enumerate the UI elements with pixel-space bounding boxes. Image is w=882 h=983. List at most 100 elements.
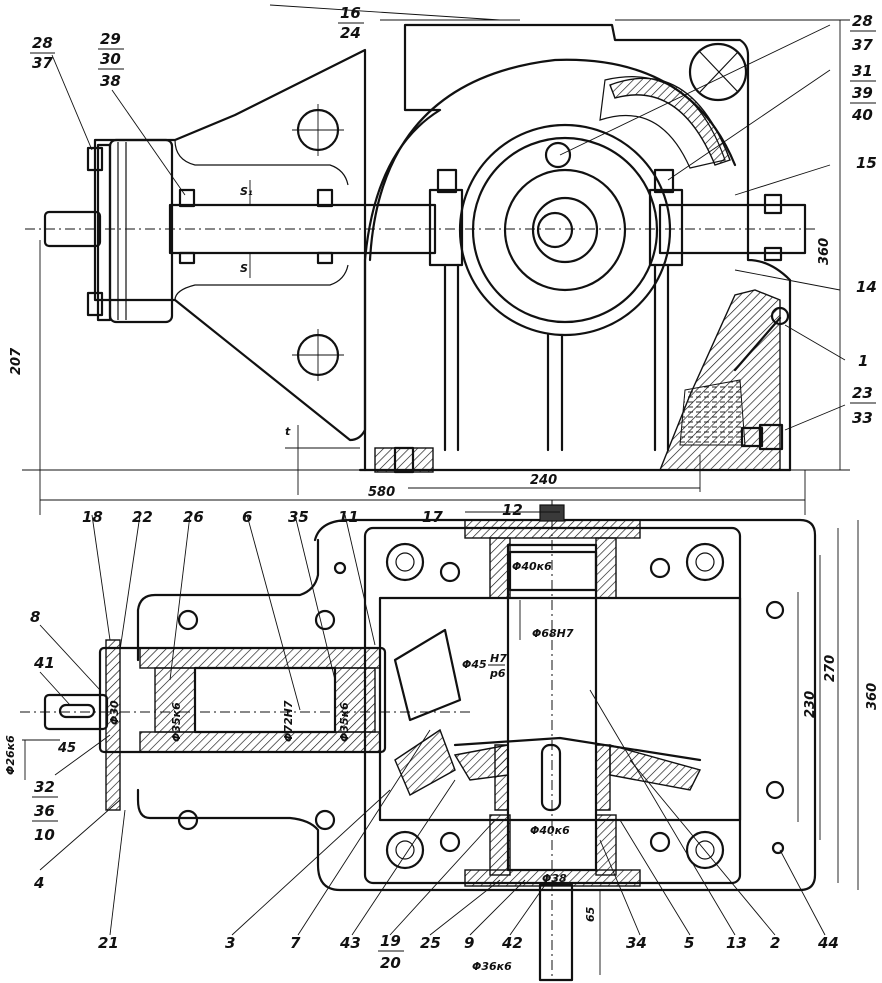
gear-hub — [503, 168, 627, 292]
callout-37b: 37 — [852, 36, 873, 54]
callout-13: 13 — [726, 934, 747, 952]
dim-45-den: р6 — [489, 667, 506, 680]
sleeve-top — [139, 647, 381, 669]
housing-plan-outline — [136, 518, 817, 892]
dim-240: 240 — [530, 473, 557, 488]
dim-230: 230 — [803, 691, 818, 718]
dim-35k6-a: Φ35к6 — [170, 702, 183, 742]
callout-24: 24 — [340, 24, 361, 42]
housing-outline — [363, 23, 792, 472]
bevel-pinion — [393, 628, 462, 722]
callout-29: 29 — [100, 30, 121, 48]
corner-bolts — [385, 542, 725, 870]
callout-3: 3 — [225, 934, 235, 952]
dim-68H7: Φ68Н7 — [532, 627, 574, 640]
callout-8: 8 — [30, 608, 40, 626]
bracket-curve-top — [174, 139, 349, 186]
housing-ribs — [443, 263, 670, 452]
input-shaft-plan — [193, 666, 337, 734]
callout-40: 40 — [851, 106, 873, 124]
callout-35: 35 — [288, 508, 309, 526]
leader-lines — [39, 19, 846, 936]
callout-15: 15 — [856, 154, 877, 172]
callout-42: 42 — [501, 934, 523, 952]
shaft-bore — [536, 211, 574, 249]
callout-23: 23 — [852, 384, 873, 402]
top-vent — [539, 504, 565, 522]
callout-19: 19 — [380, 932, 401, 950]
gear-wheel-rim — [471, 136, 659, 324]
oil-level — [679, 379, 746, 446]
bearing-right — [334, 667, 376, 733]
bevel-gear-left — [453, 744, 509, 781]
callout-28b: 28 — [852, 12, 873, 30]
callout-4: 4 — [33, 874, 44, 892]
housing-plan-left — [136, 538, 320, 662]
dim-40k6-bot: Φ40к6 — [530, 824, 570, 837]
dim-40k6-top: Φ40к6 — [512, 560, 552, 573]
callout-25: 25 — [420, 934, 441, 952]
callout-39: 39 — [852, 84, 873, 102]
bracket-plate — [93, 48, 367, 442]
callout-22: 22 — [132, 508, 153, 526]
dim-65: 65 — [584, 906, 597, 922]
callout-labels: 28 37 29 30 38 16 24 28 37 31 39 40 15 1… — [30, 4, 877, 972]
dim-45-num: Н7 — [490, 652, 507, 665]
callout-41: 41 — [33, 654, 55, 672]
callout-21: 21 — [98, 934, 119, 952]
dim-35k6-b: Φ35к6 — [338, 702, 351, 742]
dim-t: t — [285, 425, 291, 438]
top-cover — [464, 519, 641, 539]
callout-34: 34 — [626, 934, 647, 952]
dim-580: 580 — [368, 485, 395, 500]
callout-1: 1 — [858, 352, 868, 370]
callout-28a: 28 — [32, 34, 53, 52]
dim-360-plan: 360 — [865, 683, 880, 710]
foot-left — [374, 447, 434, 473]
flange-housing — [108, 138, 174, 324]
drain-plug — [758, 423, 784, 451]
plan-dimensions — [22, 520, 859, 975]
gear-bore — [531, 196, 599, 264]
bracket-curve-bottom — [174, 264, 349, 301]
bevel-gear-right — [609, 744, 702, 791]
bearing-cap-right — [648, 188, 684, 267]
inspection-hole — [544, 141, 572, 169]
gear-cover-window — [599, 76, 726, 169]
inner-cavity — [378, 596, 742, 822]
callout-9: 9 — [464, 934, 474, 952]
shaft-key — [540, 743, 562, 812]
bearing-left — [154, 667, 196, 733]
breather-cap — [688, 42, 748, 102]
callout-31: 31 — [852, 62, 873, 80]
callout-12: 12 — [502, 501, 523, 519]
callout-30: 30 — [100, 50, 121, 68]
flange-bolt-top — [86, 146, 104, 172]
callout-11: 11 — [338, 508, 359, 526]
callout-17: 17 — [422, 508, 443, 526]
callout-20: 20 — [380, 954, 401, 972]
dim-26k6: Φ26к6 — [4, 735, 17, 775]
oil-seal-arc — [609, 77, 731, 166]
callout-43: 43 — [339, 934, 361, 952]
front-dimensions — [22, 4, 850, 515]
dim-360-front: 360 — [817, 238, 832, 265]
dim-38: Φ38 — [542, 872, 567, 885]
dim-s: S — [240, 262, 248, 275]
dim-72H7: Φ72Н7 — [282, 700, 295, 742]
plan-view — [20, 500, 859, 982]
callout-33: 33 — [852, 409, 873, 427]
dim-270: 270 — [823, 655, 838, 682]
gear-wheel-outer — [458, 123, 672, 337]
dim-207: 207 — [9, 347, 24, 375]
callout-7: 7 — [290, 934, 301, 952]
dim-30: Φ30 — [108, 700, 121, 725]
callout-37a: 37 — [32, 54, 53, 72]
callout-10: 10 — [34, 826, 55, 844]
callout-38: 38 — [100, 72, 121, 90]
small-bolts — [177, 557, 785, 855]
callout-44: 44 — [817, 934, 839, 952]
output-shaft-end — [538, 883, 574, 982]
